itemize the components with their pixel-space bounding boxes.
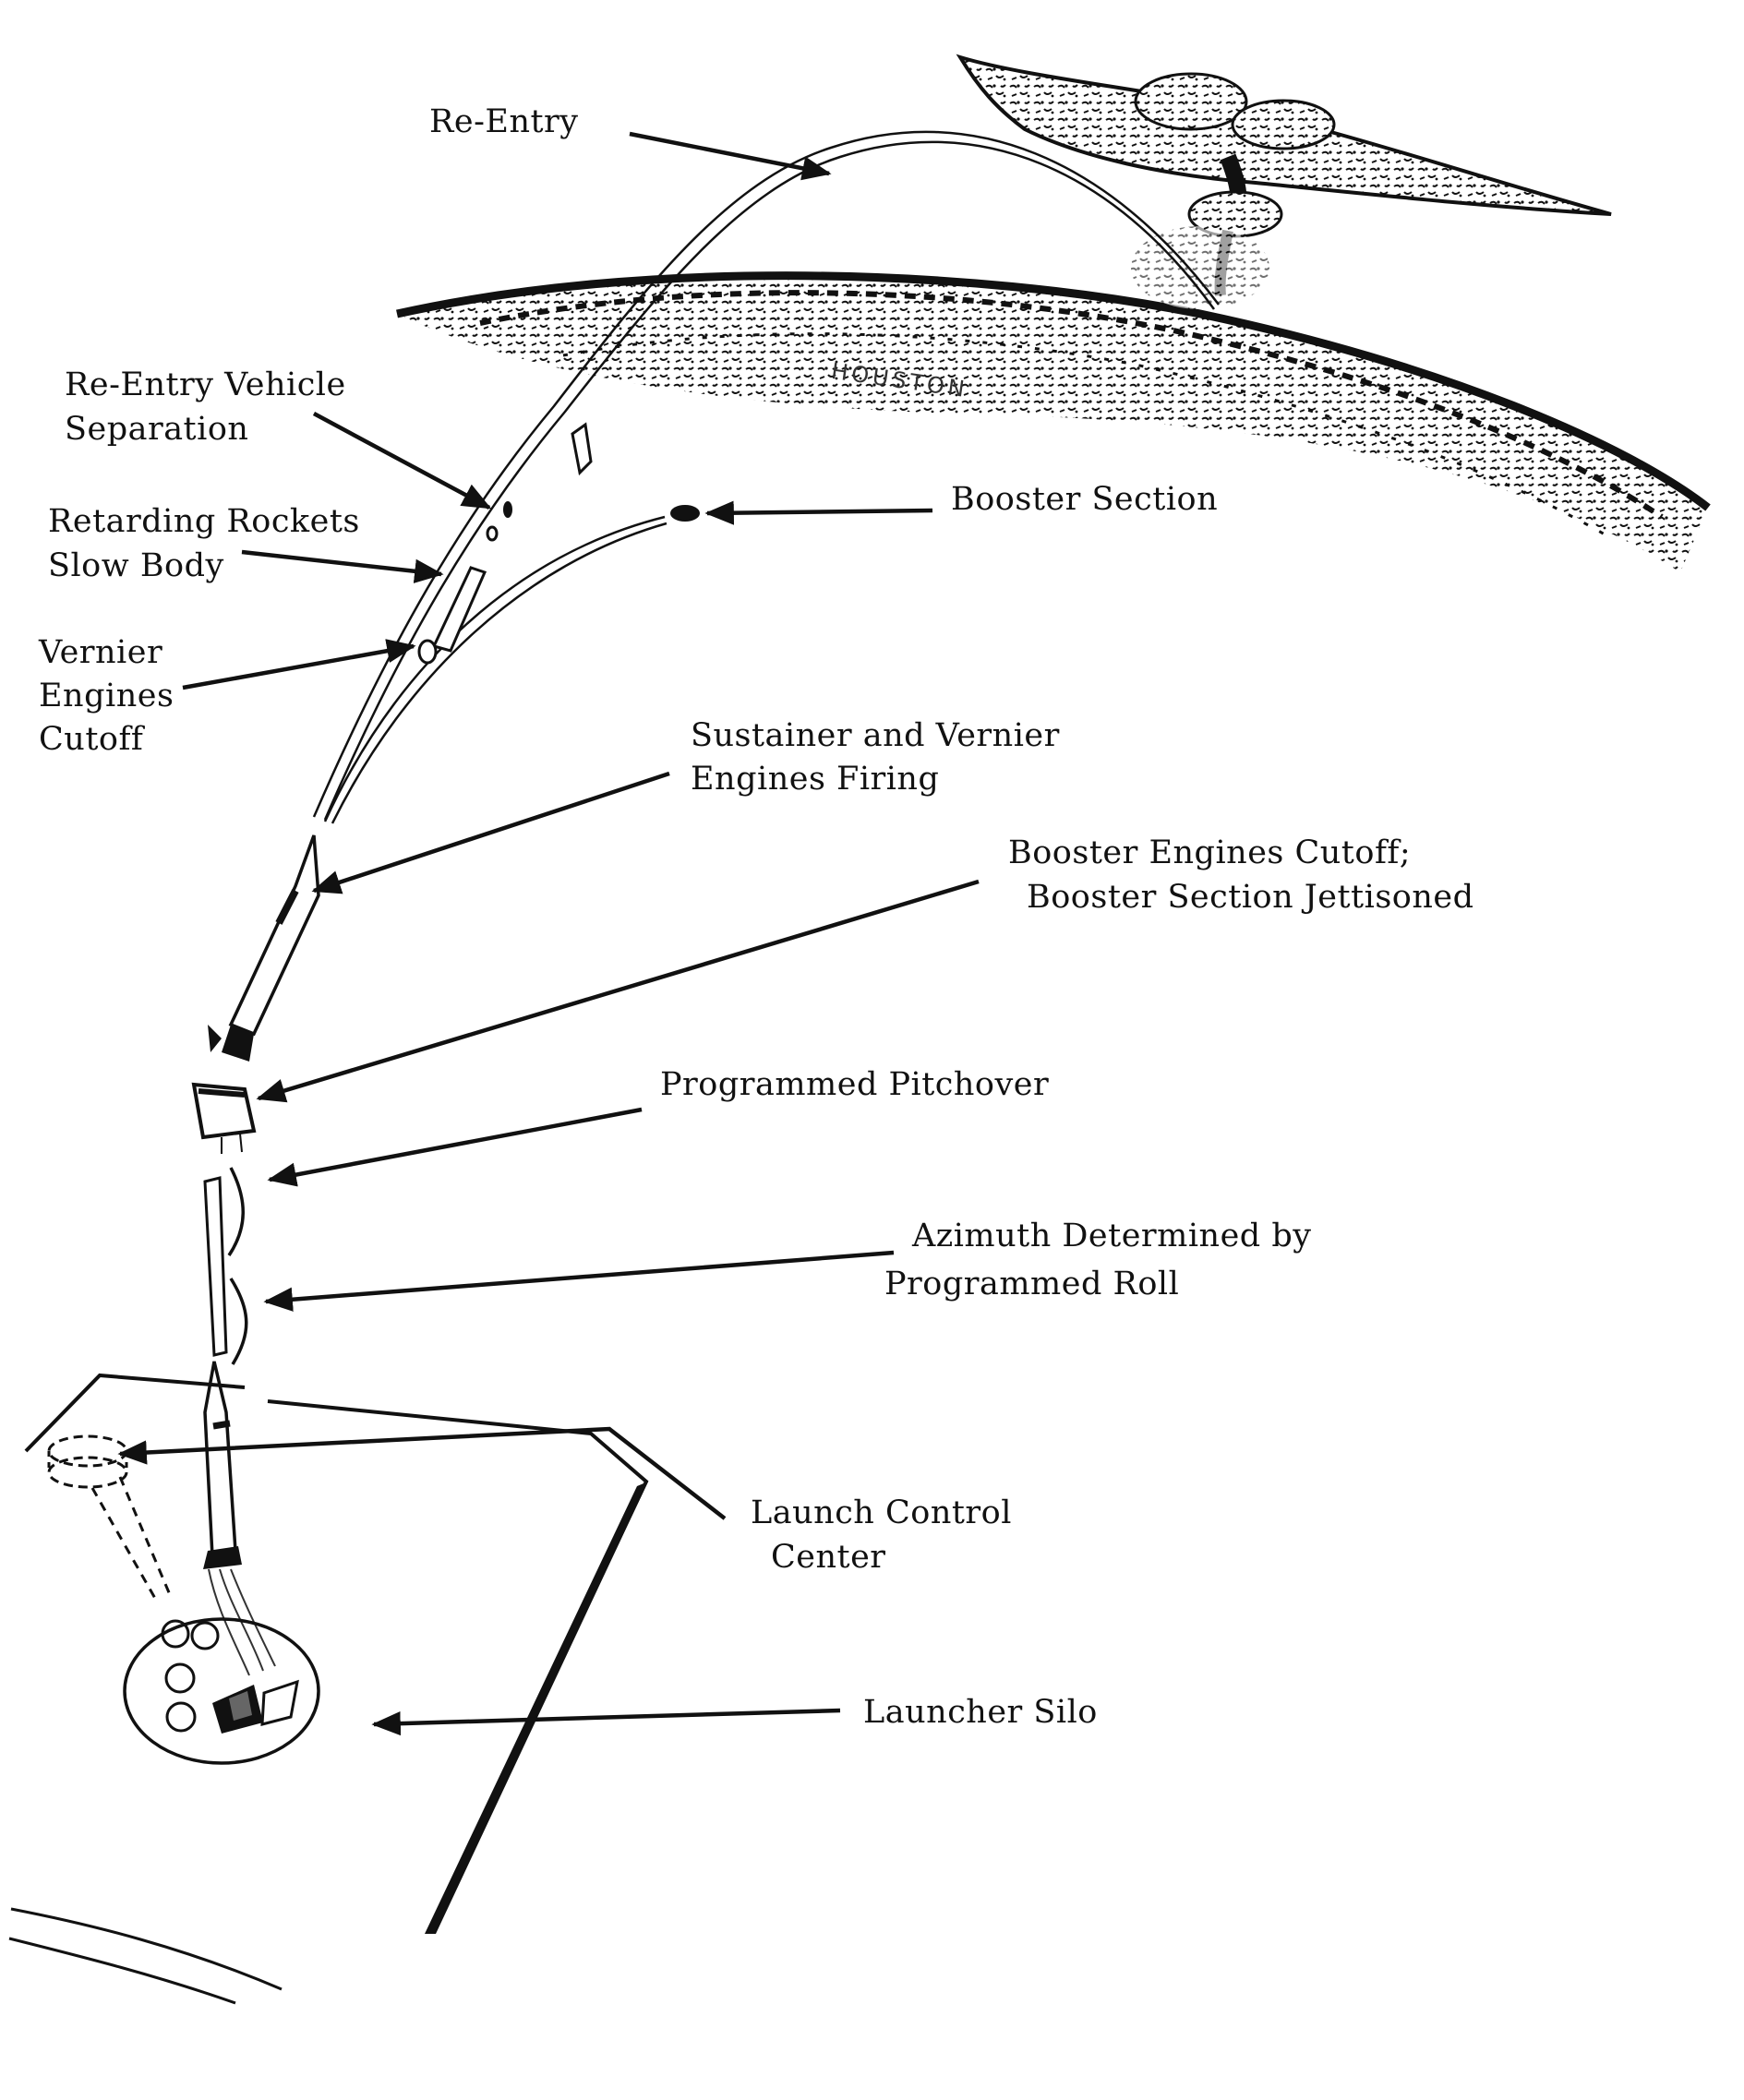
label-launch-control-line2: Center [771,1539,886,1576]
label-rv-separation-line1: Re-Entry Vehicle [65,366,346,403]
label-rv-separation-line2: Separation [65,411,248,448]
label-booster-section: Booster Section [951,481,1218,518]
ground-plane [8,1373,649,2005]
leader-arrows [117,131,980,1736]
mushroom-cloud-icon [956,54,1612,309]
label-retarding-line1: Retarding Rockets [48,503,360,540]
label-booster-cutoff-line1: Booster Engines Cutoff; [1008,834,1411,871]
launch-missile-icon [203,1361,276,1676]
label-retarding-line2: Slow Body [48,547,224,584]
label-re-entry: Re-Entry [429,103,579,140]
arrow-rv-separation [312,412,492,510]
earth-horizon-icon: HOUSTON [396,271,1711,572]
label-vernier-line2: Engines [39,678,174,714]
label-azimuth-line1: Azimuth Determined by [911,1218,1312,1254]
rv-separation-pieces [417,422,700,665]
arrow-re-entry [629,131,832,181]
arrow-launcher-silo [371,1708,841,1736]
trajectory-path [312,130,1220,824]
label-launcher-silo: Launcher Silo [863,1694,1098,1731]
label-azimuth-line2: Programmed Roll [884,1266,1179,1302]
labels: Re-Entry Re-Entry Vehicle Separation Ret… [38,103,1474,1731]
label-sustainer-line2: Engines Firing [691,761,939,798]
arrow-retarding-rockets [241,549,444,583]
arrow-booster-cutoff [256,879,980,1103]
label-sustainer-line1: Sustainer and Vernier [691,717,1060,754]
arrow-booster-section [704,500,933,525]
label-booster-cutoff-line2: Booster Section Jettisoned [1027,879,1474,916]
arrow-launch-control [117,1426,727,1520]
arrow-sustainer [311,771,670,894]
silo-icon [123,1617,320,1765]
label-vernier-line3: Cutoff [39,721,146,758]
launch-control-center-icon [47,1434,173,1602]
label-pitchover: Programmed Pitchover [660,1066,1049,1103]
label-launch-control-line1: Launch Control [751,1494,1012,1531]
label-vernier-line1: Vernier [38,634,162,671]
arrow-pitchover [267,1107,643,1187]
arrow-azimuth [263,1250,895,1312]
ascent-segments [203,1167,248,1365]
arrow-vernier-cutoff [182,639,416,690]
missile-icon [191,834,320,1154]
